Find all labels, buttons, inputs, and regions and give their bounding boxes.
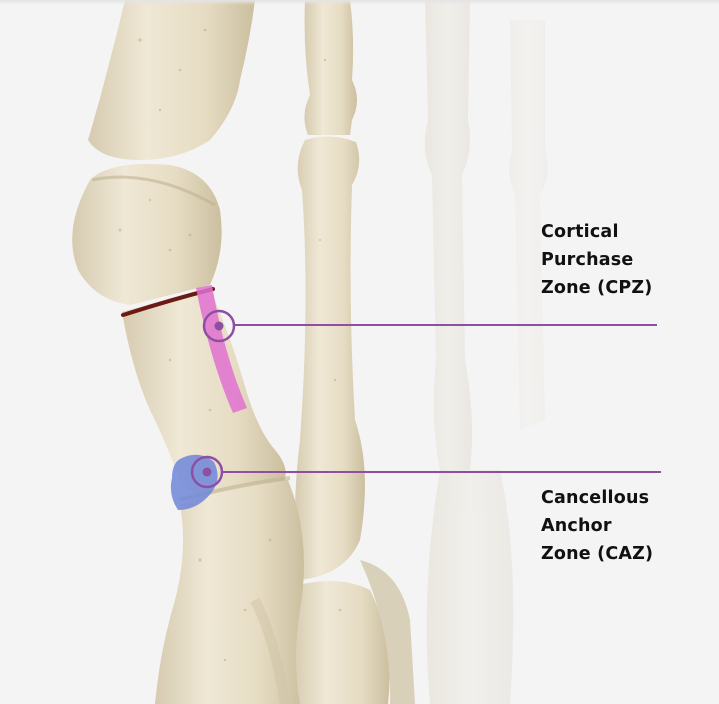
caz-label-line-2: Anchor: [541, 512, 653, 540]
cpz-label-line-2: Purchase: [541, 246, 653, 274]
caz-label: Cancellous Anchor Zone (CAZ): [541, 484, 653, 568]
caz-label-line-1: Cancellous: [541, 484, 653, 512]
cpz-label-line-1: Cortical: [541, 218, 653, 246]
cpz-label-line-3: Zone (CPZ): [541, 274, 653, 302]
cpz-label: Cortical Purchase Zone (CPZ): [541, 218, 653, 302]
caz-label-line-3: Zone (CAZ): [541, 540, 653, 568]
big-toe-bones: [72, 0, 304, 704]
second-toe-bones: [292, 0, 415, 704]
background-fade: [440, 0, 719, 704]
